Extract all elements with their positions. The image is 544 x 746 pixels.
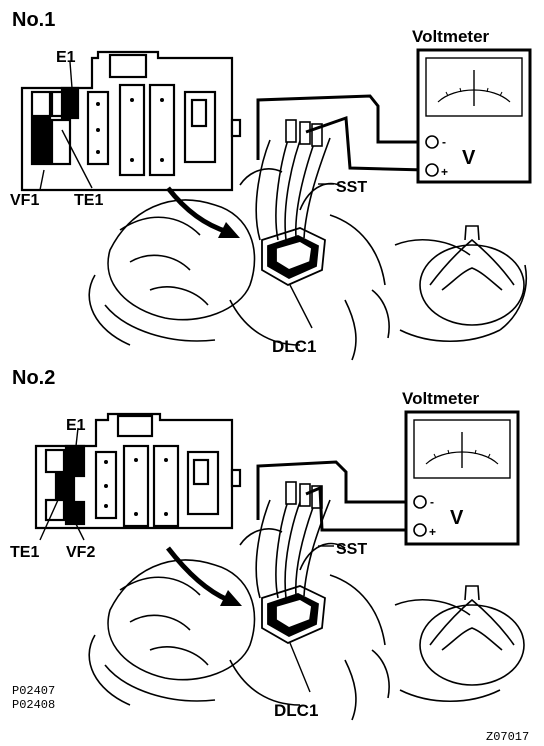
label-sst: SST xyxy=(336,179,367,196)
panel-no1: No.1 xyxy=(10,9,532,361)
label-e1: E1 xyxy=(56,49,76,66)
sst-leads xyxy=(255,481,331,599)
arrow-head xyxy=(218,222,240,238)
leader-lines xyxy=(39,61,93,191)
label-te1: TE1 xyxy=(74,192,103,209)
label-sst: SST xyxy=(336,541,367,558)
voltmeter-unit: V xyxy=(462,147,476,169)
terminal-box xyxy=(20,50,242,192)
panel-heading: No.1 xyxy=(12,9,55,31)
footer-code: P02407 xyxy=(12,684,55,698)
voltmeter-wires xyxy=(256,460,414,532)
voltmeter-title: Voltmeter xyxy=(402,389,480,408)
dlc1-connector xyxy=(261,585,326,645)
dlc1-leader xyxy=(289,284,313,329)
dlc1-connector xyxy=(261,227,326,287)
terminal-dots xyxy=(96,98,164,162)
dlc1-leader xyxy=(289,642,311,693)
voltmeter xyxy=(404,410,520,546)
panel-heading: No.2 xyxy=(12,367,55,389)
voltmeter-plus: + xyxy=(441,165,448,179)
voltmeter-plus: + xyxy=(429,525,436,539)
arrow-head xyxy=(220,590,242,606)
label-dlc1: DLC1 xyxy=(272,337,316,356)
voltmeter-minus: - xyxy=(442,135,446,149)
arrow-shaft xyxy=(166,546,230,603)
terminal-dots xyxy=(104,458,168,516)
label-e1: E1 xyxy=(66,417,86,434)
voltmeter xyxy=(416,48,532,184)
engine-bay-sketch xyxy=(88,168,527,361)
footer-code: P02408 xyxy=(12,698,55,712)
label-vf2: VF2 xyxy=(66,544,95,561)
terminal-box xyxy=(34,412,242,530)
figure-id: Z07017 xyxy=(486,730,529,744)
panel-no2: No.2 xyxy=(10,367,525,721)
label-te1: TE1 xyxy=(10,544,39,561)
voltmeter-minus: - xyxy=(430,495,434,509)
sst-leads xyxy=(255,119,331,241)
label-dlc1: DLC1 xyxy=(274,701,318,720)
arrow-shaft xyxy=(166,186,229,235)
voltmeter-wires xyxy=(256,94,427,172)
voltmeter-title: Voltmeter xyxy=(412,27,490,46)
voltmeter-unit: V xyxy=(450,507,464,529)
leader-lines xyxy=(39,427,85,541)
engine-bay-sketch xyxy=(88,528,525,721)
label-vf1: VF1 xyxy=(10,192,39,209)
